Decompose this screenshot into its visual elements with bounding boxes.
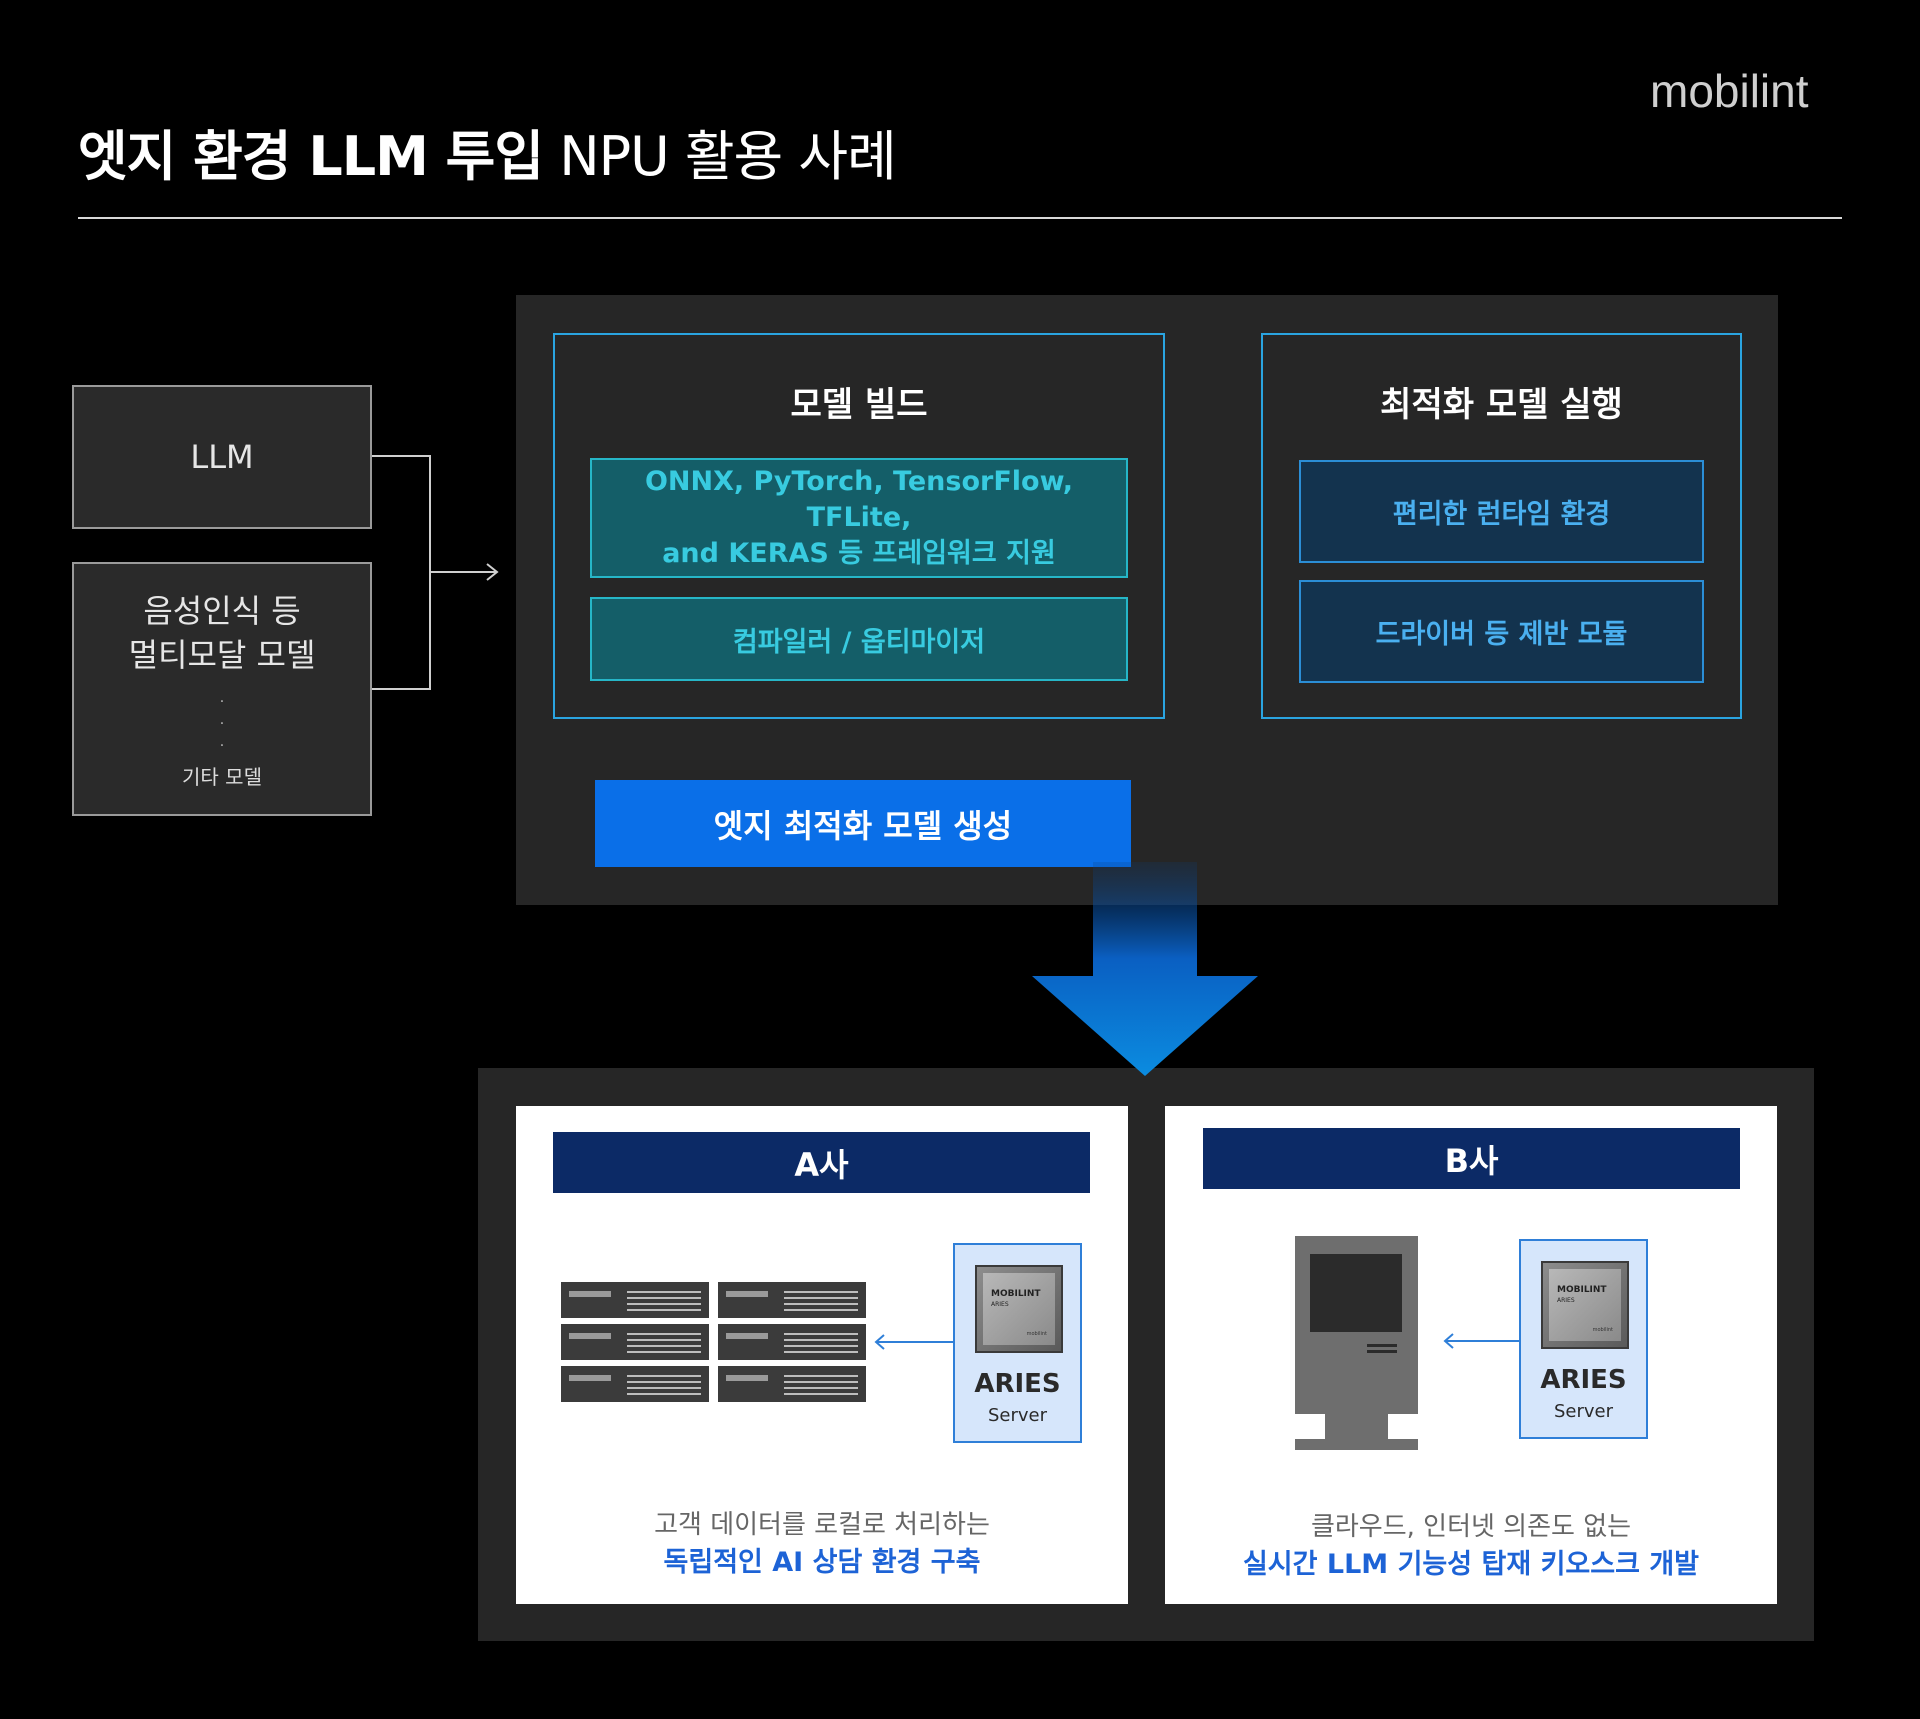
big-down-arrow: [1032, 862, 1258, 1076]
aries-server-box: MOBILINT ARIES mobilint ARIES Server: [1519, 1239, 1648, 1439]
case-b-caption1: 클라우드, 인터넷 의존도 없는: [1310, 1512, 1632, 1542]
runtime-box: 편리한 런타임 환경: [1299, 460, 1704, 563]
chip-brand: MOBILINT: [991, 1289, 1041, 1299]
chip-model: ARIES: [1557, 1297, 1575, 1304]
model-build-title: 모델 빌드: [790, 385, 928, 425]
arrow-head: [486, 563, 499, 581]
driver-box: 드라이버 등 제반 모듈: [1299, 580, 1704, 683]
case-b-caption2: 실시간 LLM 기능성 탑재 키오스크 개발: [1242, 1549, 1700, 1580]
chip-maker: mobilint: [1592, 1327, 1613, 1333]
frameworks-line2: and KERAS 등 프레임워크 지원: [662, 538, 1056, 569]
ellipsis-dot: ·: [219, 715, 225, 732]
llm-box: LLM: [72, 385, 372, 529]
title-normal: NPU 활용 사례: [559, 125, 897, 188]
aries-sub: Server: [987, 1405, 1048, 1426]
multimodal-box: 음성인식 등 멀티모달 모델 · · · 기타 모델: [72, 562, 372, 816]
aries-chip-icon: MOBILINT ARIES mobilint: [1541, 1261, 1629, 1349]
header-divider: [78, 217, 1842, 219]
aries-chip-icon: MOBILINT ARIES mobilint: [975, 1265, 1063, 1353]
case-b-name: B사: [1444, 1141, 1499, 1180]
model-run-stage: 최적화 모델 실행 편리한 런타임 환경 드라이버 등 제반 모듈: [1261, 333, 1742, 719]
ellipsis-dot: ·: [219, 737, 225, 754]
case-b-card: B사 MOBILINT ARIES mobilint ARIES Server …: [1165, 1106, 1777, 1604]
case-a-caption1: 고객 데이터를 로컬로 처리하는: [654, 1510, 990, 1540]
case-a-caption2: 독립적인 AI 상담 환경 구축: [663, 1547, 981, 1578]
title-bold: 엣지 환경 LLM 투입: [78, 125, 544, 188]
kiosk-icon: [1295, 1236, 1418, 1450]
ellipsis-dot: ·: [219, 693, 225, 710]
aries-sub: Server: [1553, 1401, 1614, 1422]
chip-maker: mobilint: [1026, 1331, 1047, 1337]
compiler-label: 컴파일러 / 옵티마이저: [732, 626, 986, 658]
compiler-box: 컴파일러 / 옵티마이저: [590, 597, 1128, 681]
runtime-label: 편리한 런타임 환경: [1392, 499, 1611, 530]
llm-label: LLM: [190, 438, 254, 476]
multimodal-line2: 멀티모달 모델: [128, 635, 316, 674]
case-a-card: A사 MOBILINT ARIES mobil: [516, 1106, 1128, 1604]
generate-label: 엣지 최적화 모델 생성: [713, 806, 1013, 845]
chip-model: ARIES: [991, 1301, 1009, 1308]
model-build-stage: 모델 빌드 ONNX, PyTorch, TensorFlow, TFLite,…: [553, 333, 1165, 719]
bracket-line: [372, 455, 431, 690]
other-models-label: 기타 모델: [182, 764, 262, 789]
multimodal-line1: 음성인식 등: [143, 591, 301, 630]
case-a-name: A사: [794, 1145, 849, 1184]
frameworks-line1: ONNX, PyTorch, TensorFlow, TFLite,: [644, 466, 1074, 533]
case-a-header: A사: [553, 1132, 1090, 1193]
case-b-header: B사: [1203, 1128, 1740, 1189]
frameworks-box: ONNX, PyTorch, TensorFlow, TFLite, and K…: [590, 458, 1128, 578]
aries-name: ARIES: [974, 1369, 1061, 1399]
page-title: 엣지 환경 LLM 투입 NPU 활용 사례: [78, 112, 897, 191]
brand-logo: mobilint: [1650, 65, 1809, 117]
server-rack-icon: [561, 1282, 866, 1402]
aries-name: ARIES: [1540, 1365, 1627, 1395]
generate-box: 엣지 최적화 모델 생성: [595, 780, 1131, 867]
aries-server-box: MOBILINT ARIES mobilint ARIES Server: [953, 1243, 1082, 1443]
chip-brand: MOBILINT: [1557, 1285, 1607, 1295]
model-run-title: 최적화 모델 실행: [1380, 385, 1623, 425]
driver-label: 드라이버 등 제반 모듈: [1375, 619, 1628, 650]
